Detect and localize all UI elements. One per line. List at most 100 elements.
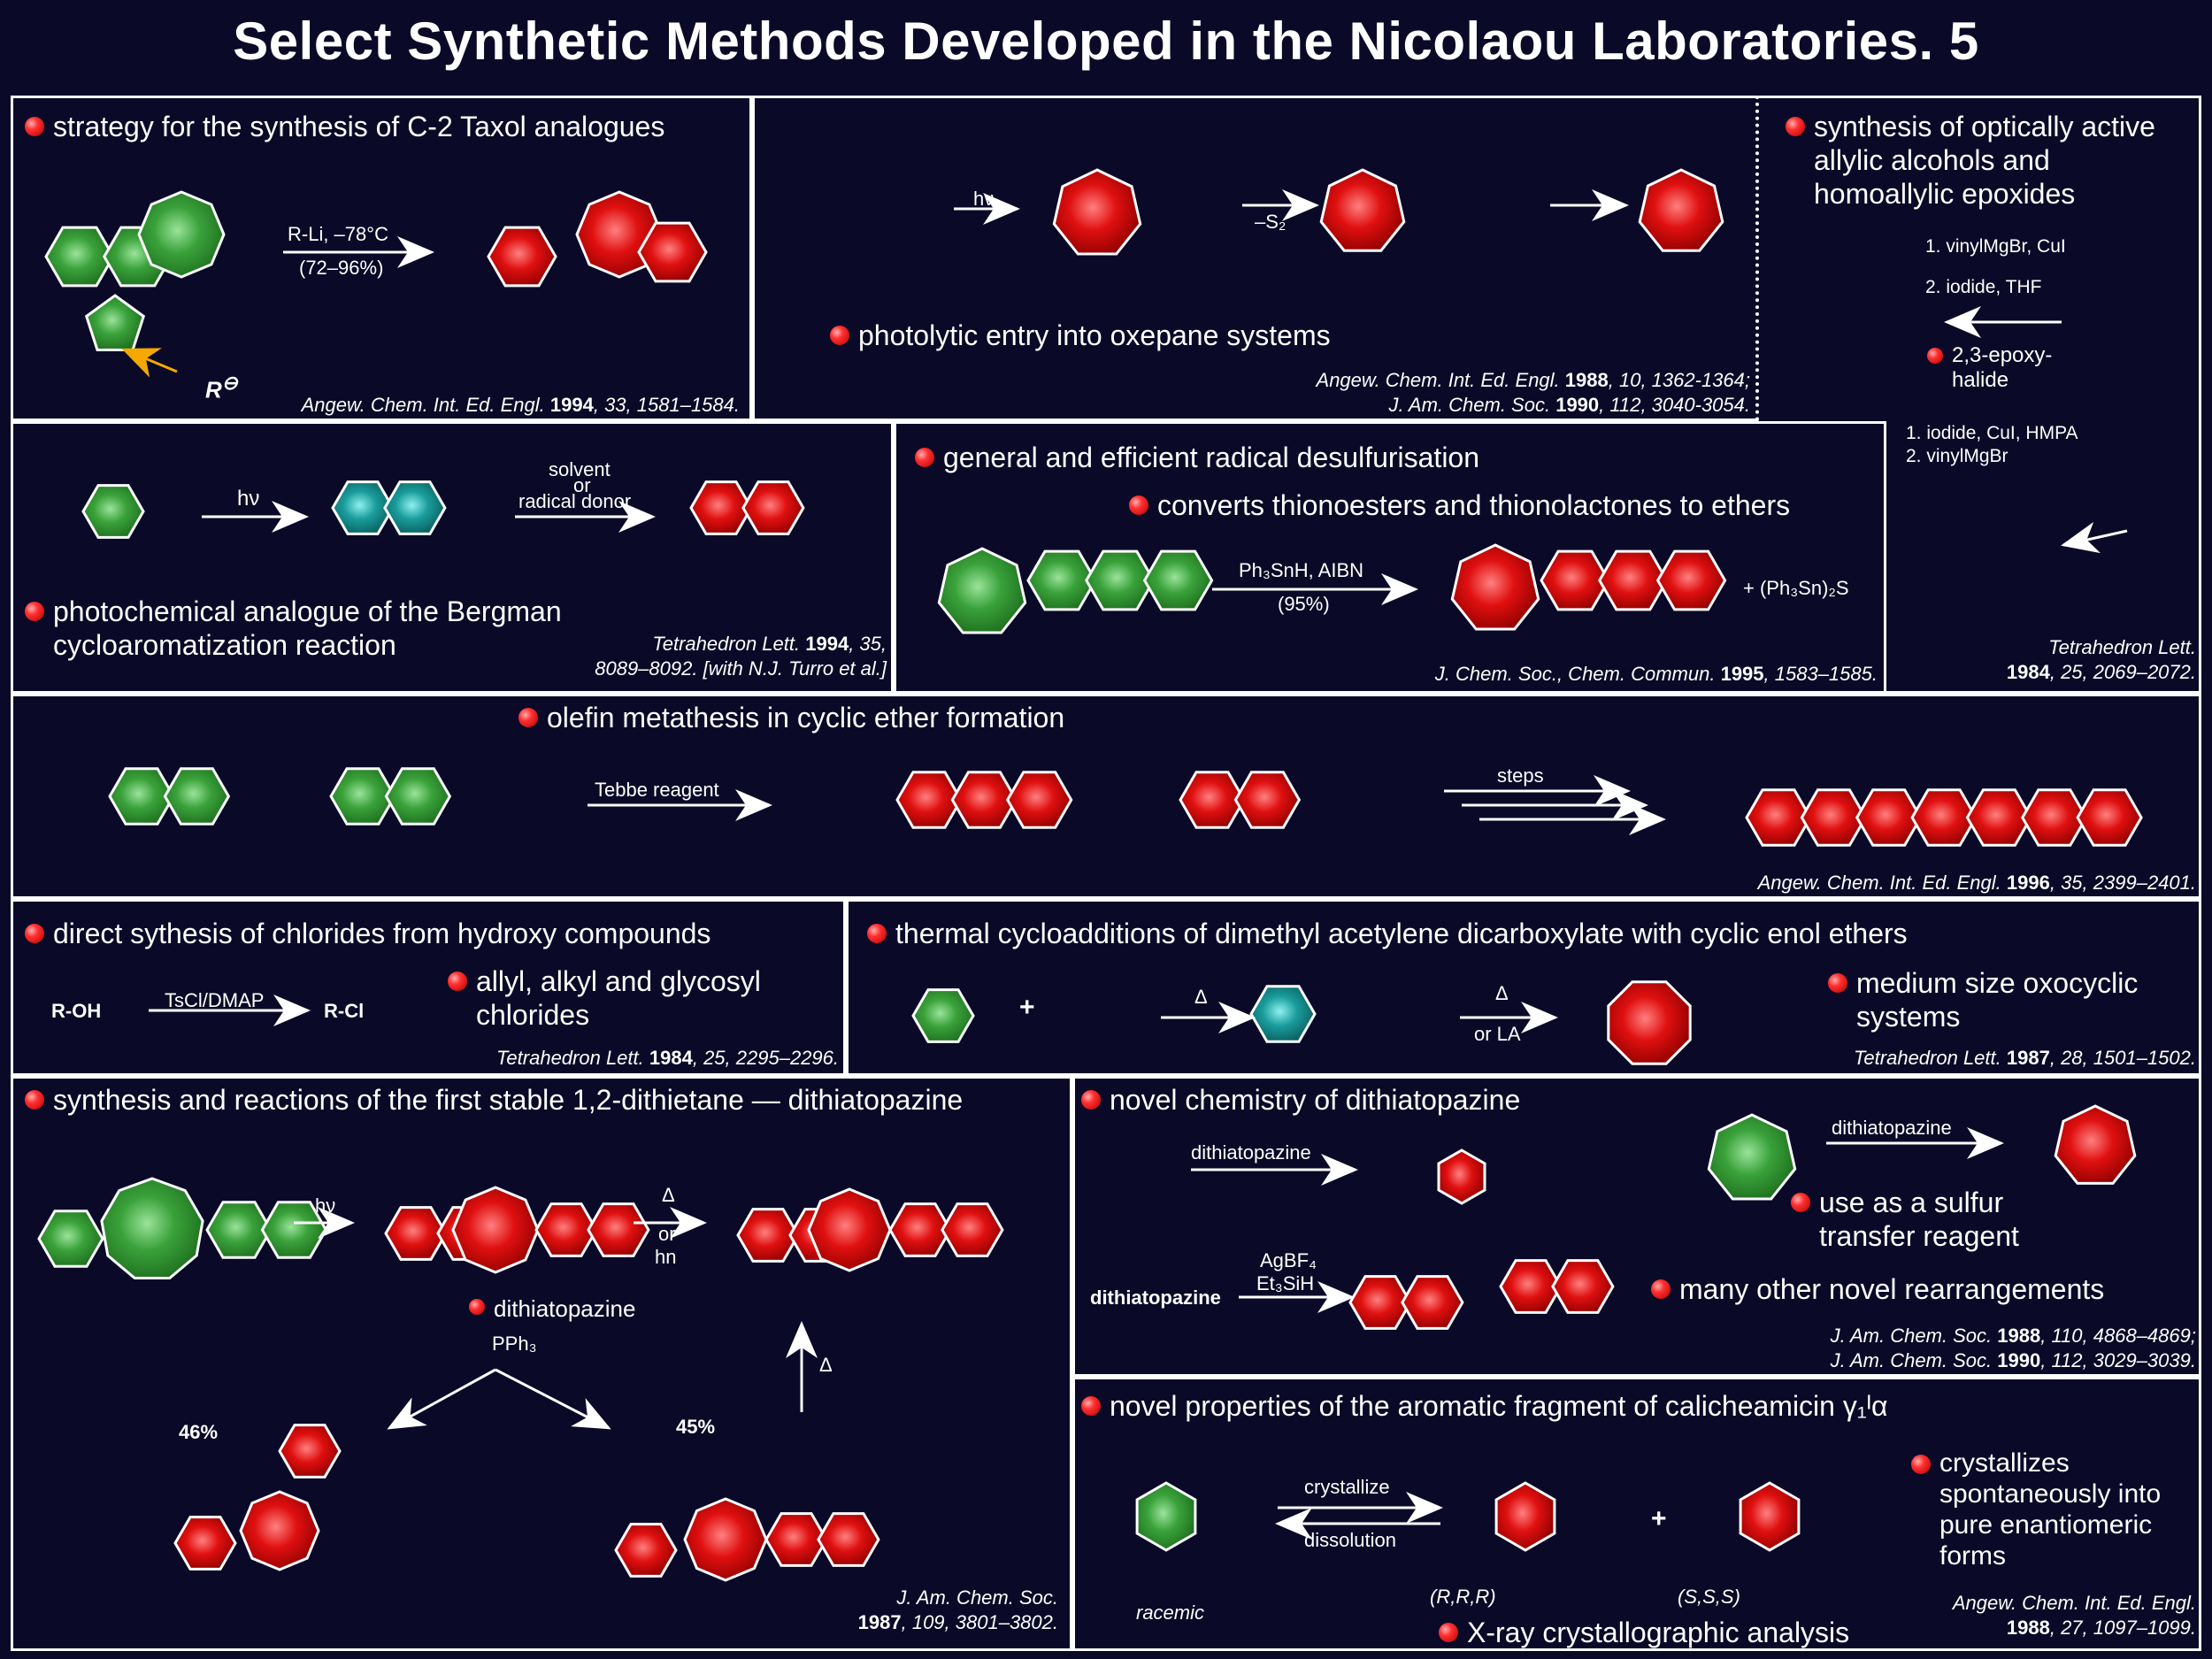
dtp-yield2: 45% <box>676 1416 716 1438</box>
dtp-ring <box>100 1177 204 1279</box>
bergman-arrow2-mid: or <box>573 474 591 496</box>
dtp-ring <box>173 1516 237 1571</box>
bullet-dithiatopazine: synthesis and reactions of the first sta… <box>25 1083 963 1117</box>
taxol-reagent: R-Li, –78°C <box>288 223 388 245</box>
bullet-chlorides: direct sythesis of chlorides from hydrox… <box>25 917 710 950</box>
dtp-arrow1-label: hν <box>315 1194 336 1217</box>
dtp-arrow2-mid: or <box>658 1223 676 1245</box>
bullet-oxepane: photolytic entry into oxepane systems <box>830 319 1331 352</box>
panel-cycloaddition <box>846 899 2201 1076</box>
metathesis-ring <box>1233 771 1302 829</box>
chlorides-left: R-OH <box>51 1000 102 1022</box>
bullet-allylic: synthesis of optically active allylic al… <box>1786 110 2193 211</box>
reaction-arrow <box>2061 521 2128 554</box>
panel-chlorides <box>11 899 846 1076</box>
metathesis-reagent: Tebbe reagent <box>595 779 719 801</box>
allylic-step-d: 2. vinylMgBr <box>1906 446 2008 466</box>
metathesis-ring <box>163 767 231 826</box>
oxepane-ring <box>1319 168 1406 252</box>
novel-reagent3a: AgBF₄ <box>1260 1249 1317 1271</box>
bullet-dot-icon <box>1081 1396 1101 1416</box>
dtp-ring <box>278 1424 342 1479</box>
taxol-start-ring <box>137 190 226 279</box>
novel-ring <box>1401 1275 1464 1330</box>
bullet-dot-icon <box>867 924 887 943</box>
ring-shape <box>487 226 557 288</box>
novel-ring <box>1707 1113 1797 1201</box>
reaction-arrow <box>495 1368 611 1430</box>
bergman-ring <box>741 480 805 535</box>
dtp-ring <box>941 1202 1004 1257</box>
bullet-xray: X-ray crystallographic analysis <box>1439 1616 1849 1649</box>
cali-rrr: (R,R,R) <box>1430 1586 1496 1608</box>
bullet-dot-icon <box>1828 973 1847 993</box>
bullet-dot-icon <box>518 708 538 727</box>
panel-oxepane <box>752 96 1759 421</box>
dtp-arrow3-label: Δ <box>819 1354 833 1376</box>
desulf-ring <box>1450 543 1540 631</box>
metathesis-reference: Angew. Chem. Int. Ed. Engl. 1996, 35, 23… <box>1757 872 2196 894</box>
desulf-byproduct: + (Ph₃Sn)₂S <box>1743 577 1849 599</box>
dtp-reagent: PPh₃ <box>492 1333 537 1355</box>
dtp-ring <box>683 1497 768 1582</box>
bullet-dot-icon <box>1927 348 1943 364</box>
bullet-dot-icon <box>1081 1090 1101 1110</box>
metathesis-ring <box>384 767 452 826</box>
panel-allylic <box>1759 96 2201 694</box>
desulf-yield: (95%) <box>1278 593 1330 615</box>
bullet-novel-chem: novel chemistry of dithiatopazine <box>1081 1083 1520 1117</box>
cali-racemic: racemic <box>1136 1601 1205 1624</box>
cyclo-ring <box>1249 985 1317 1043</box>
chlorides-reference: Tetrahedron Lett. 1984, 25, 2295–2296. <box>496 1047 839 1069</box>
oxepane-arrow1-label: hν <box>973 188 995 210</box>
bullet-metathesis: olefin metathesis in cyclic ether format… <box>518 701 1064 734</box>
novel-start3: dithiatopazine <box>1090 1286 1221 1309</box>
panel-dithiatopazine-chem <box>1072 1076 2201 1377</box>
bullet-dot-icon <box>1439 1623 1458 1642</box>
cyclo-arrow2-bot: or LA <box>1474 1023 1521 1045</box>
cali-sss: (S,S,S) <box>1678 1586 1740 1608</box>
dtp-ring <box>37 1210 104 1268</box>
bullet-dtp-sub: dithiatopazine <box>469 1292 635 1325</box>
dtp-arrow2-top: Δ <box>662 1184 675 1206</box>
metathesis-steps: steps <box>1497 764 1544 787</box>
cali-reverse: dissolution <box>1304 1529 1396 1551</box>
taxol-start-ring <box>84 294 146 351</box>
metathesis-ring <box>1005 771 1073 829</box>
cyclo-reference: Tetrahedron Lett. 1987, 28, 1501–1502. <box>1854 1047 2196 1069</box>
dtp-ring <box>587 1202 650 1257</box>
allylic-reference: Tetrahedron Lett.1984, 25, 2069–2072. <box>2006 636 2196 683</box>
bullet-thionoesters: converts thionoesters and thionolactones… <box>1129 488 1790 522</box>
allylic-step-a: 1. vinylMgBr, CuI <box>1925 236 2066 257</box>
page-title: Select Synthetic Methods Developed in th… <box>233 12 1979 71</box>
bullet-rearrangements: many other novel rearrangements <box>1651 1272 2104 1306</box>
bullet-dot-icon <box>25 1090 44 1110</box>
cali-plus: + <box>1651 1504 1667 1533</box>
novel-ring <box>1437 1148 1486 1205</box>
bullet-calicheamicin: novel properties of the aromatic fragmen… <box>1081 1389 1887 1423</box>
oxepane-arrow2-label: –S₂ <box>1255 211 1286 233</box>
dtp-ring <box>817 1512 880 1567</box>
desulf-ring <box>1142 549 1214 611</box>
desulf-reference: J. Chem. Soc., Chem. Commun. 1995, 1583–… <box>1434 663 1878 685</box>
panel-taxol <box>11 96 752 421</box>
bullet-dot-icon <box>1911 1455 1931 1474</box>
novel-ring <box>1551 1259 1615 1314</box>
bullet-dot-icon <box>25 602 44 621</box>
bullet-dot-icon <box>1791 1193 1810 1212</box>
cali-ring <box>1135 1481 1197 1552</box>
desulf-ring <box>1655 549 1727 611</box>
reaction-arrow <box>121 348 178 378</box>
cali-forward: crystallize <box>1304 1476 1390 1498</box>
cyclo-ring <box>1607 980 1692 1065</box>
oxepane-ring <box>1052 168 1142 256</box>
panel-calicheamicin <box>1072 1377 2201 1651</box>
dtp-arrow2-bot: hn <box>655 1246 677 1268</box>
bergman-arrow2-bot: radical donor <box>518 490 632 512</box>
bullet-dot-icon <box>448 972 467 991</box>
bullet-crystallizes: crystallizes spontaneously into pure ena… <box>1911 1448 2194 1571</box>
bergman-ring <box>81 484 145 539</box>
bergman-arrow1-label: hν <box>237 487 260 511</box>
panel-bergman <box>11 421 894 694</box>
panel-metathesis <box>11 694 2201 899</box>
